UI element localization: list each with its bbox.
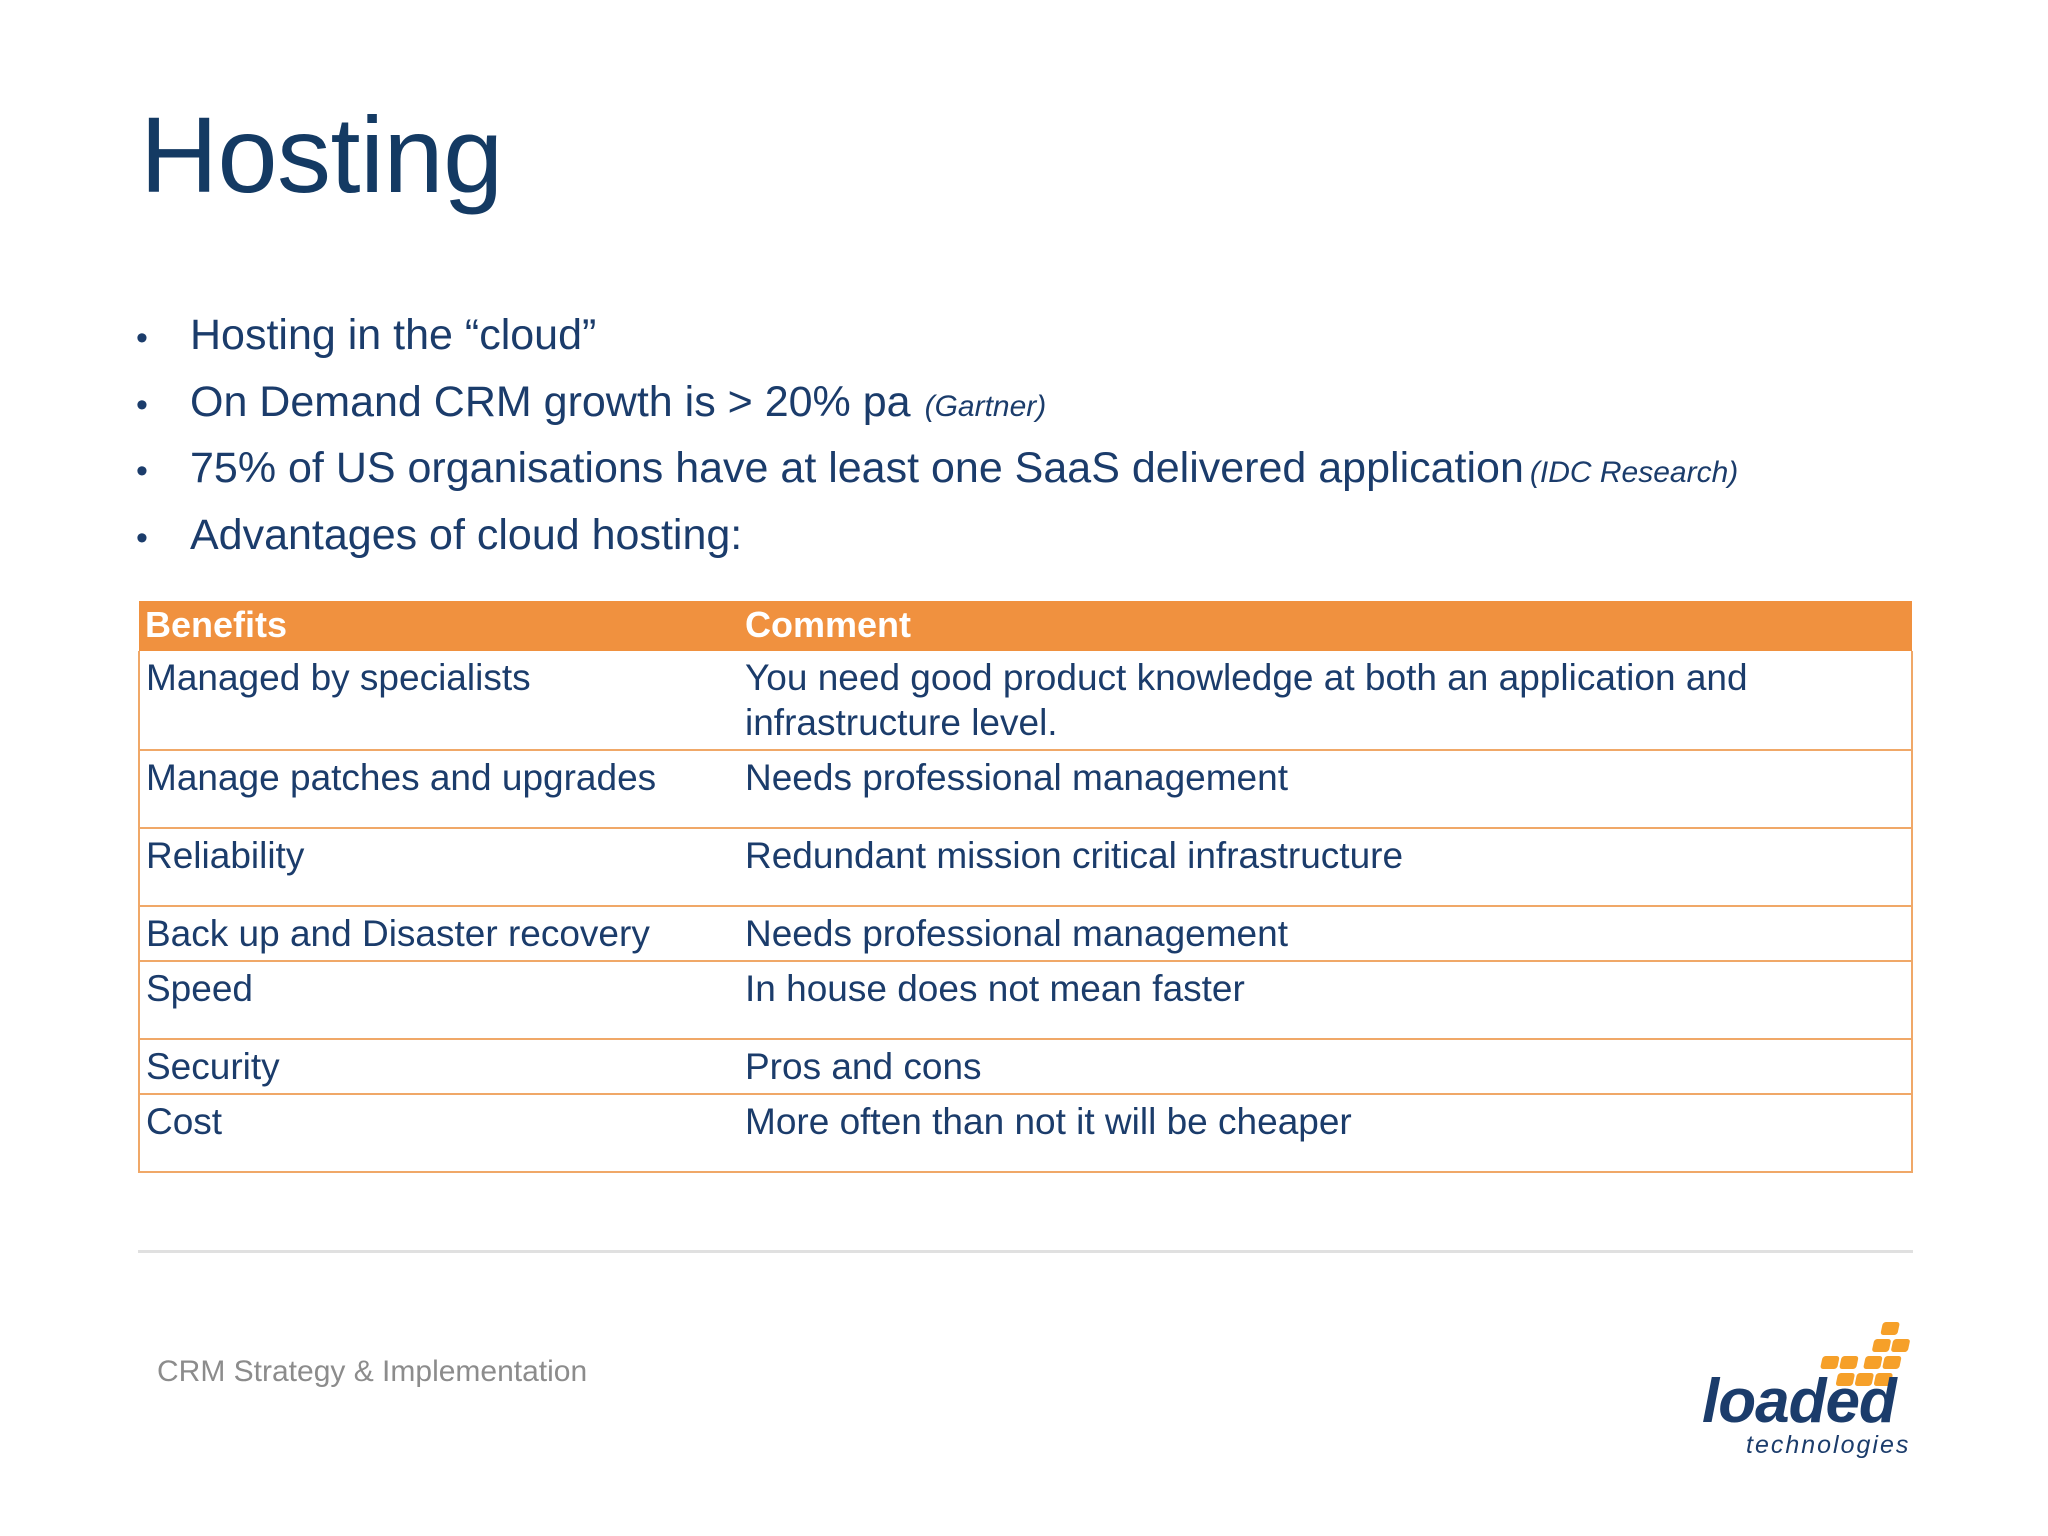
cell-benefit: Reliability: [138, 828, 739, 907]
table-header-row: Benefits Comment: [139, 601, 1912, 651]
list-item: • On Demand CRM growth is > 20% pa (Gart…: [128, 377, 1928, 428]
bullet-point-icon: •: [136, 452, 148, 491]
table-row: Speed In house does not mean faster: [138, 961, 1913, 1040]
cell-benefit: Managed by specialists: [138, 650, 739, 751]
cell-benefit: Speed: [138, 961, 739, 1040]
column-header-benefits: Benefits: [139, 601, 739, 651]
list-item: • Hosting in the “cloud”: [128, 310, 1928, 361]
bullet-text: Hosting in the “cloud”: [190, 311, 597, 359]
logo-tagline: technologies: [1746, 1431, 1910, 1459]
cell-benefit: Manage patches and upgrades: [138, 750, 739, 829]
cell-comment: You need good product knowledge at both …: [739, 650, 1913, 751]
bullet-citation: (IDC Research): [1529, 456, 1739, 490]
list-item: • 75% of US organisations have at least …: [128, 443, 1928, 494]
table-row: Reliability Redundant mission critical i…: [138, 828, 1913, 907]
cell-comment: Redundant mission critical infrastructur…: [739, 828, 1913, 907]
logo-wordmark: loaded: [1702, 1367, 1898, 1436]
bullet-point-icon: •: [136, 319, 148, 357]
cell-comment: More often than not it will be cheaper: [739, 1094, 1913, 1173]
column-header-comment: Comment: [739, 601, 1912, 651]
cell-comment: Needs professional management: [739, 750, 1913, 829]
footer-divider: [138, 1250, 1913, 1253]
bullet-point-icon: •: [136, 385, 148, 424]
cell-benefit: Security: [138, 1039, 739, 1095]
cell-benefit: Cost: [138, 1094, 739, 1173]
loaded-technologies-logo: loaded technologies: [1700, 1322, 1950, 1462]
bullet-text: Advantages of cloud hosting:: [190, 511, 743, 560]
bullet-point-icon: •: [136, 519, 148, 558]
table-row: Back up and Disaster recovery Needs prof…: [138, 906, 1913, 962]
table-row: Manage patches and upgrades Needs profes…: [138, 750, 1913, 829]
footer-label: CRM Strategy & Implementation: [157, 1355, 588, 1388]
list-item: • Advantages of cloud hosting:: [128, 510, 1928, 561]
benefits-table: Benefits Comment Managed by specialists …: [138, 601, 1913, 1173]
bullet-text: 75% of US organisations have at least on…: [190, 444, 1524, 493]
page-title: Hosting: [140, 94, 503, 215]
bullet-list: • Hosting in the “cloud” • On Demand CRM…: [128, 310, 1928, 577]
cell-comment: In house does not mean faster: [739, 961, 1913, 1040]
bullet-text: On Demand CRM growth is > 20% pa: [190, 377, 911, 426]
bullet-citation: (Gartner): [924, 389, 1047, 423]
cell-comment: Needs professional management: [739, 906, 1913, 962]
cell-comment: Pros and cons: [739, 1039, 1913, 1095]
cell-benefit: Back up and Disaster recovery: [138, 906, 739, 962]
logo-squares-icon: [1820, 1322, 1910, 1386]
table-row: Managed by specialists You need good pro…: [138, 650, 1913, 751]
logo-graphic: loaded technologies: [1702, 1322, 1910, 1459]
table-row: Cost More often than not it will be chea…: [138, 1094, 1913, 1173]
table-row: Security Pros and cons: [138, 1039, 1913, 1095]
